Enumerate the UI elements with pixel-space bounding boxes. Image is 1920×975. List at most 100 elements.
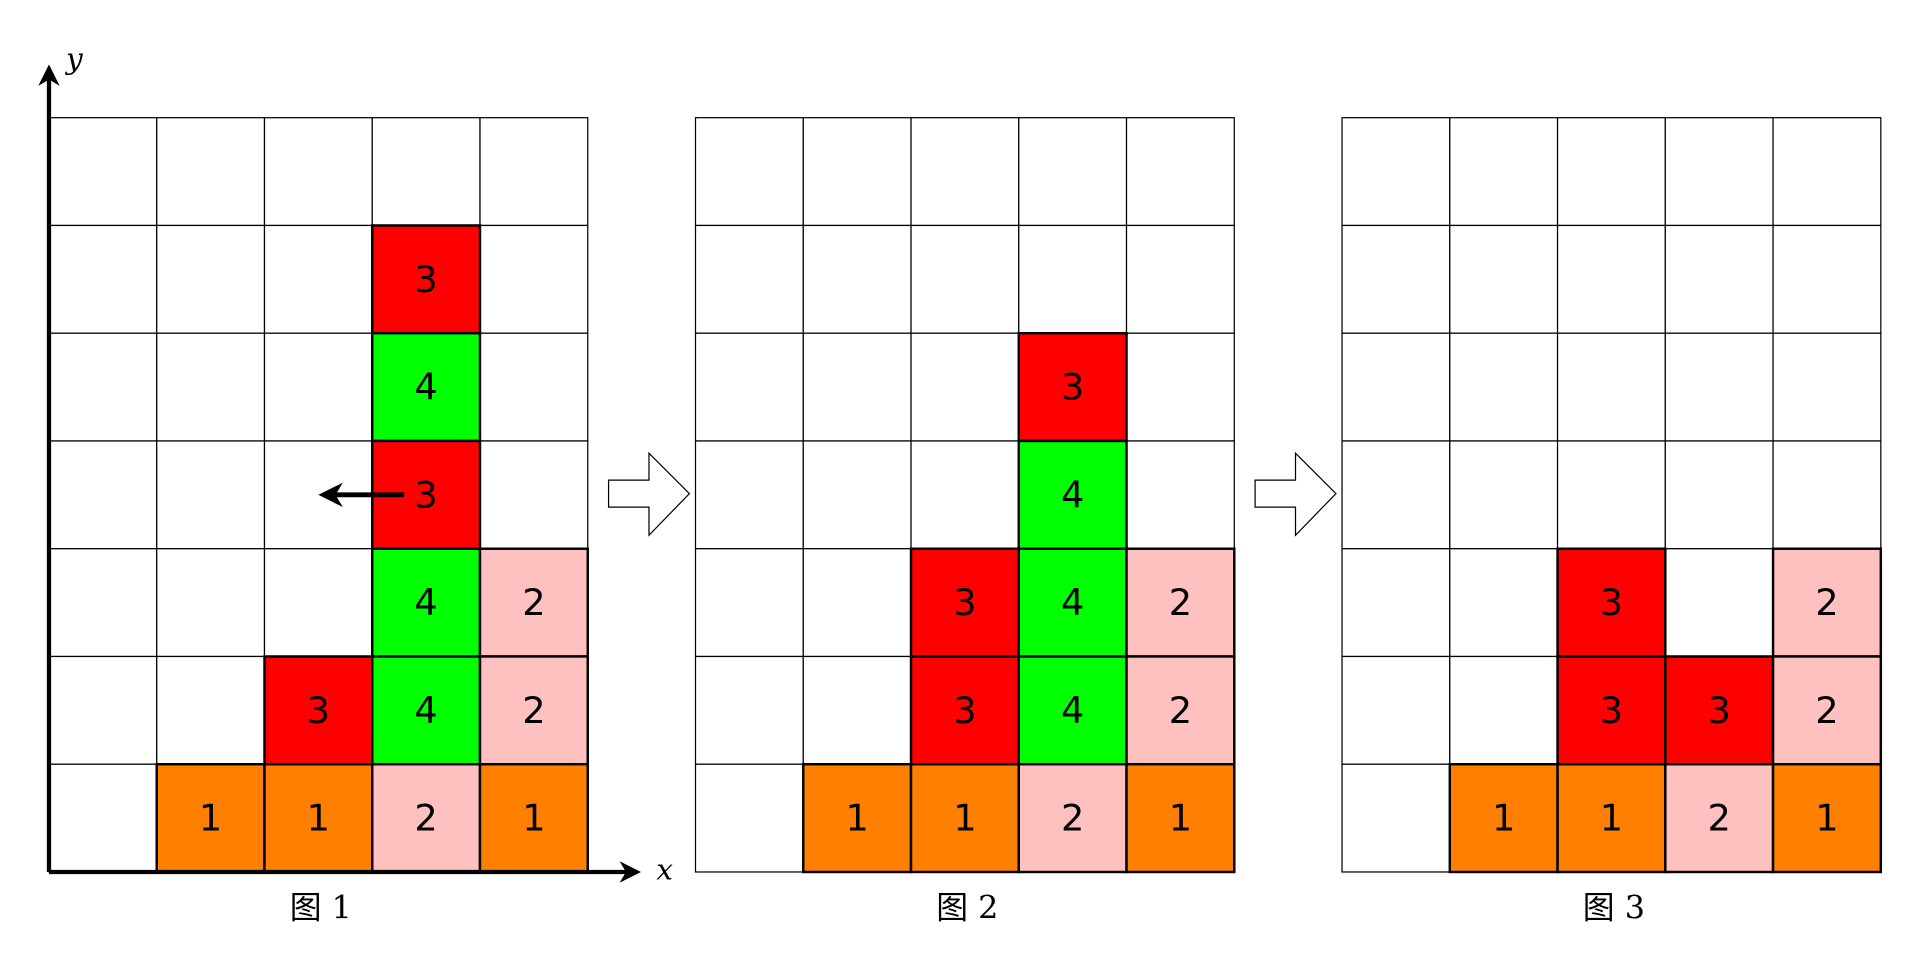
block-number: 1 [845,797,868,840]
grid-cell-empty [479,440,589,550]
grid-cell-empty [802,548,912,658]
grid-cell-empty [910,332,1020,442]
block-number: 1 [1600,797,1623,840]
block-number: 3 [307,689,330,732]
block-1 [1771,763,1883,874]
figure-caption: 图 2 [936,889,998,927]
block-number: 1 [953,797,976,840]
grid-cell-empty [48,332,158,442]
grid-cell-empty [1556,332,1666,442]
block-2 [1125,547,1236,658]
grid-cell-empty [1125,332,1235,442]
grid-cell-empty [802,440,912,550]
block-4 [371,655,482,766]
grid-cell-empty [1341,655,1451,765]
block-1 [1556,763,1667,874]
grid-cell-empty [694,332,804,442]
grid-cell-empty [910,117,1020,227]
grid-cell-empty [479,117,589,227]
block-number: 2 [1707,797,1730,840]
block-number: 3 [1707,689,1730,732]
block-number: 1 [522,797,545,840]
grid-cell-empty [48,763,158,873]
grid-cell-empty [1664,224,1774,334]
block-number: 2 [1061,797,1084,840]
grid-cell-empty [371,117,481,227]
grid-cell-empty [1449,655,1559,765]
block-1 [155,763,266,874]
grid-cell-empty [1018,224,1128,334]
block-number: 4 [1061,473,1084,516]
x-axis-label: x [656,852,673,886]
block-3 [371,224,482,335]
block-number: 3 [414,473,437,516]
grid-cell-empty [1556,440,1666,550]
grid-cell-empty [1664,117,1774,227]
block-number: 1 [1169,797,1192,840]
grid-cell-empty [802,655,912,765]
grid-cell-empty [1125,117,1235,227]
grid-cell-empty [1772,117,1882,227]
grid-cell-empty [1449,332,1559,442]
grid-cell-empty [48,655,158,765]
block-number: 4 [414,689,437,732]
grid-cell-empty [1341,117,1451,227]
transition-arrow-icon [1254,451,1337,537]
captions: 图 1 图 2 图 3 [290,889,1645,927]
grid-cell-empty [694,440,804,550]
grid-cell-empty [802,117,912,227]
block-number: 1 [199,797,222,840]
grid-cell-empty [694,655,804,765]
block-number: 4 [1061,581,1084,624]
grid-cell-empty [1341,548,1451,658]
grid-cell-empty [156,224,266,334]
grid-cell-empty [1341,224,1451,334]
y-axis-label: y [64,42,83,76]
grid-cell-empty [1664,548,1774,658]
block-number: 3 [1600,689,1623,732]
grid-cell-empty [1556,117,1666,227]
block-number: 1 [1815,797,1838,840]
block-2 [1664,763,1775,874]
block-number: 2 [522,689,545,732]
grid-cell-empty [48,548,158,658]
grid-cell-empty [1449,224,1559,334]
grid-cell-empty [1018,117,1128,227]
grid-cell-empty [156,548,266,658]
block-number: 3 [1061,366,1084,409]
block-number: 4 [414,581,437,624]
grid-cell-empty [479,224,589,334]
grid-cell-empty [1664,440,1774,550]
grid-cell-empty [910,224,1020,334]
block-4 [1017,439,1128,550]
block-2 [371,763,482,874]
grid-cell-empty [910,440,1020,550]
grid-cell-empty [694,224,804,334]
block-3 [1664,655,1775,766]
grid-cell-empty [1772,332,1882,442]
figure-caption: 图 1 [290,889,352,927]
axes: y x [38,42,673,886]
grid-cell-empty [1772,440,1882,550]
block-2 [1771,655,1883,766]
block-1 [1125,763,1236,874]
transition-arrow-icon [607,451,691,537]
block-3 [1556,547,1667,658]
figure-caption: 图 3 [1583,889,1645,927]
block-number: 3 [414,258,437,301]
block-1 [909,763,1020,874]
grid-cell-empty [1772,224,1882,334]
block-3 [1017,331,1128,443]
block-number: 4 [1061,689,1084,732]
block-number: 1 [307,797,330,840]
block-number: 2 [522,581,545,624]
block-number: 1 [1492,797,1515,840]
grid-cell-empty [263,548,373,658]
block-number: 2 [1169,689,1192,732]
grid-cell-empty [694,117,804,227]
grid-cell-empty [156,440,266,550]
